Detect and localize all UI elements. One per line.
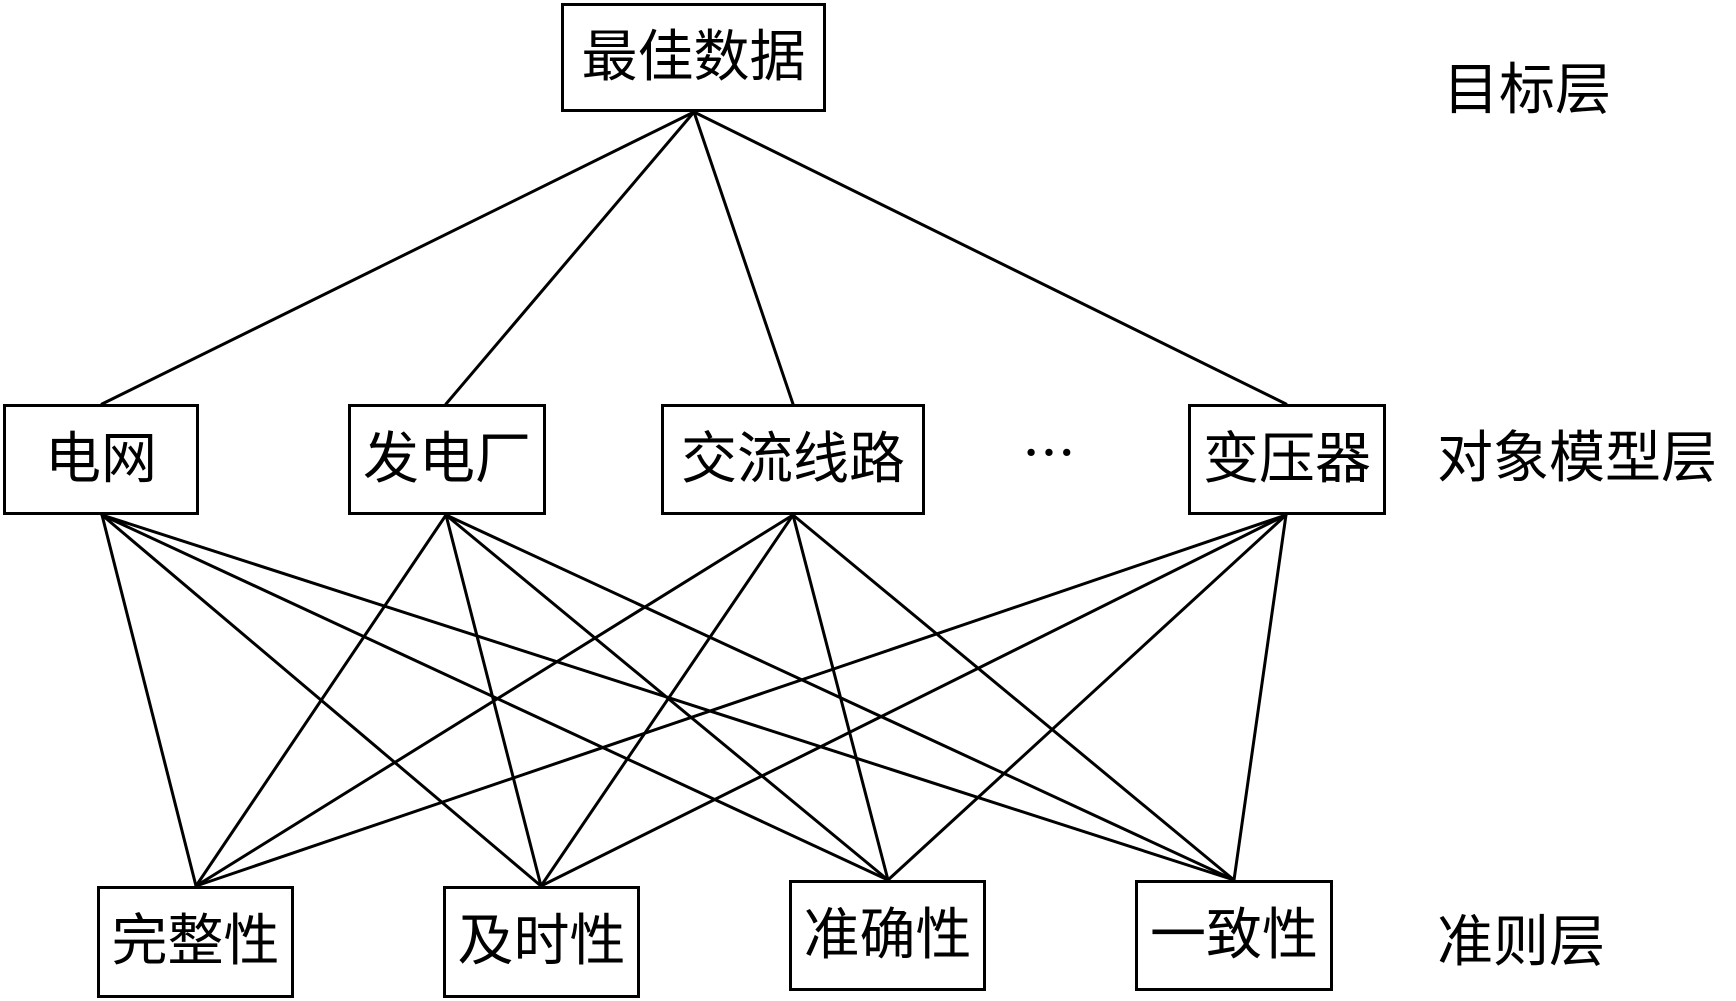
object-node-transformer: 变压器: [1188, 404, 1386, 515]
more-objects-ellipsis: ···: [1022, 421, 1076, 486]
edge-grid-to-completeness: [100, 513, 198, 888]
edge-ac-line-to-accuracy: [791, 513, 890, 882]
edge-power-plant-to-accuracy: [444, 513, 890, 882]
object-node-label: 交流线路: [681, 426, 905, 492]
edge-ac-line-to-timeliness: [539, 513, 795, 888]
edge-goal-to-grid: [100, 110, 696, 406]
goal-node: 最佳数据: [561, 3, 826, 112]
object-node-label: 发电厂: [363, 426, 531, 492]
object-node-label: 电网: [45, 426, 157, 492]
criteria-layer-label: 准则层: [1437, 910, 1605, 975]
edge-ac-line-to-completeness: [194, 513, 795, 888]
criteria-node-label: 一致性: [1150, 902, 1318, 968]
edge-grid-to-accuracy: [100, 513, 890, 882]
edge-transformer-to-accuracy: [886, 513, 1288, 882]
edge-power-plant-to-completeness: [194, 513, 448, 888]
edge-goal-to-power-plant: [444, 110, 696, 406]
object-node-power-plant: 发电厂: [348, 404, 546, 515]
object-node-ac-line: 交流线路: [661, 404, 925, 515]
edge-goal-to-ac-line: [692, 110, 795, 406]
goal-node-label: 最佳数据: [581, 24, 806, 90]
edge-ac-line-to-consistency: [791, 513, 1236, 882]
goal-layer-label: 目标层: [1443, 58, 1611, 123]
object-node-label: 变压器: [1203, 426, 1371, 492]
criteria-node-consistency: 一致性: [1135, 880, 1333, 991]
criteria-node-label: 完整性: [111, 909, 280, 974]
object-node-grid: 电网: [3, 404, 199, 515]
edge-goal-to-transformer: [692, 110, 1288, 406]
criteria-node-completeness: 完整性: [97, 886, 294, 998]
criteria-node-accuracy: 准确性: [789, 880, 986, 991]
criteria-node-timeliness: 及时性: [443, 886, 640, 998]
object-layer-label: 对象模型层: [1437, 426, 1717, 491]
edge-transformer-to-consistency: [1232, 513, 1288, 882]
criteria-node-label: 及时性: [457, 909, 626, 974]
edge-transformer-to-timeliness: [539, 513, 1288, 888]
criteria-node-label: 准确性: [803, 902, 972, 968]
edge-transformer-to-completeness: [194, 513, 1288, 888]
